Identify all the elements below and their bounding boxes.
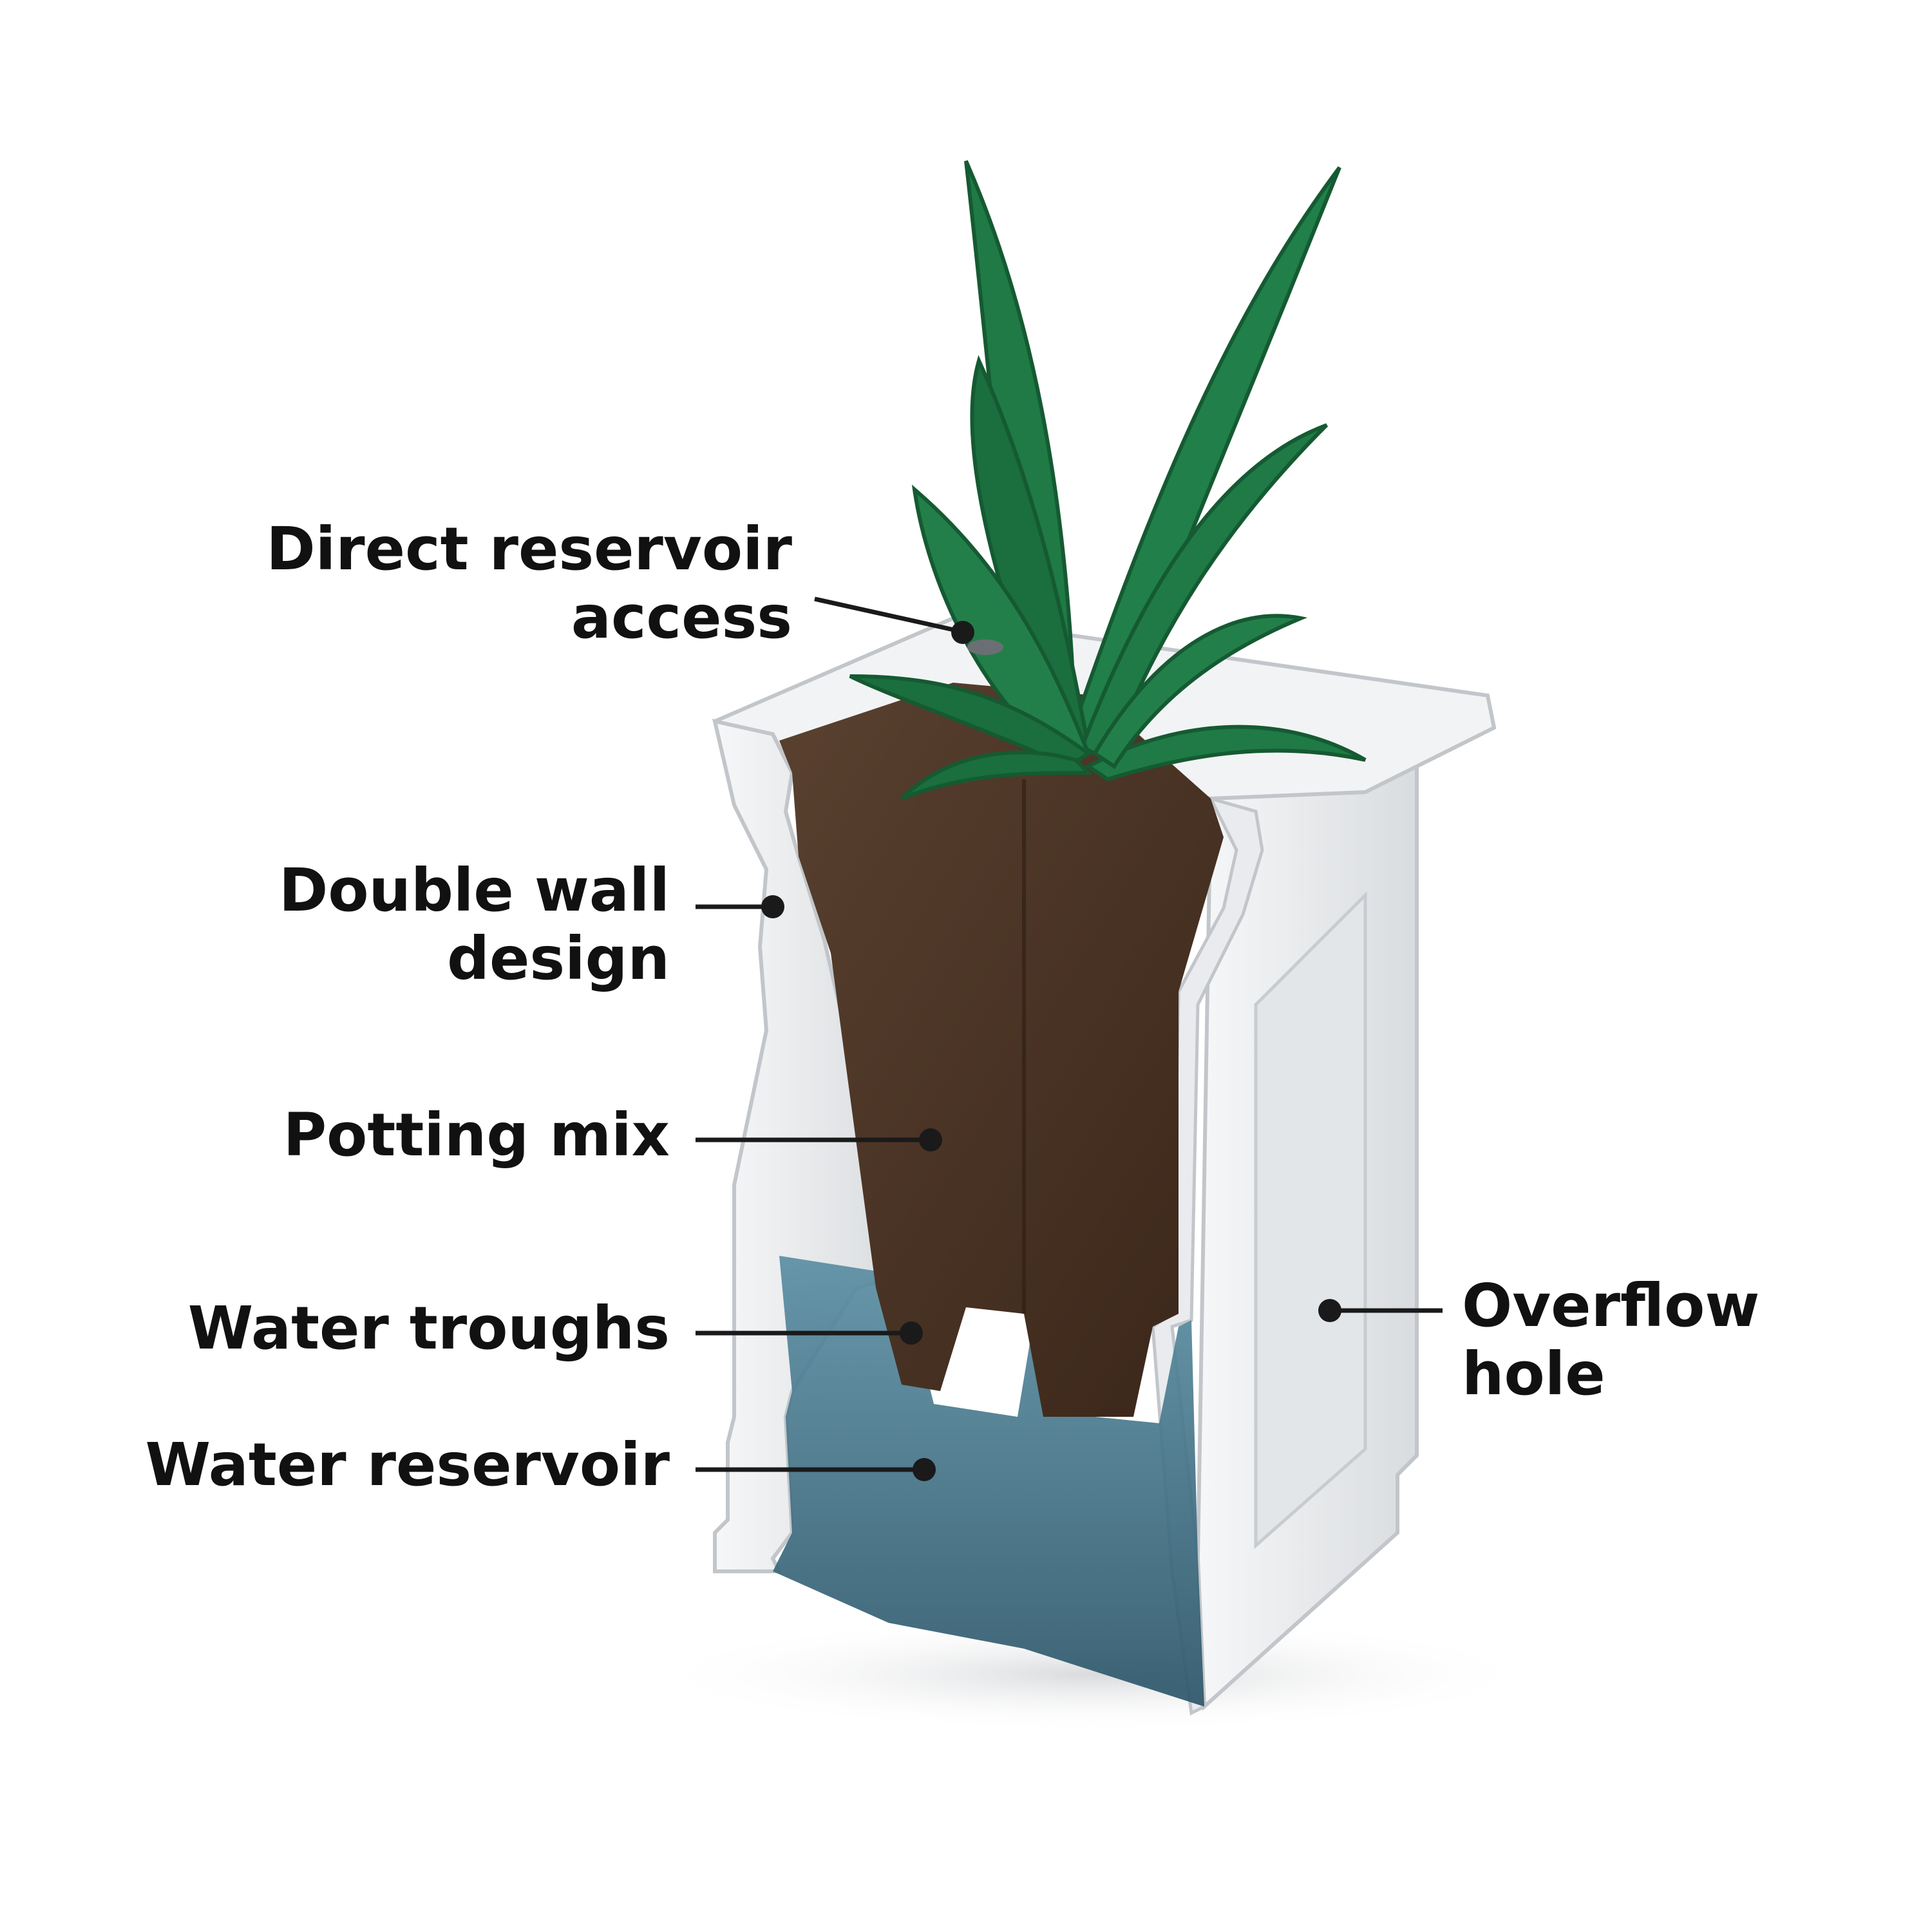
label-direct-reservoir-access-line2: access [571,583,792,652]
label-double-wall-design-line2: design [447,924,670,993]
label-overflow-hole: Overflow hole [1462,1272,1759,1408]
label-overflow-hole-line1: Overflow [1462,1271,1760,1340]
label-double-wall-design-line1: Double wall [278,856,670,925]
label-double-wall-design: Double wall design [279,857,670,993]
plant-leaf [911,484,1092,762]
label-direct-reservoir-access-line1: Direct reservoir [266,515,792,583]
plant-leaf [1084,724,1367,782]
ground-shadow [644,1616,1546,1732]
label-direct-reservoir-access: Direct reservoir access [266,515,792,652]
plant-leaf [849,674,1092,769]
leader-dot-water-reservoir [913,1458,936,1481]
planter-right-recessed-panel [1254,891,1367,1549]
label-water-reservoir-line1: Water reservoir [145,1430,670,1499]
leader-dot-double-wall-design [761,895,784,918]
label-potting-mix-line1: Potting mix [283,1101,670,1170]
reservoir-access-hole [967,639,1003,655]
leader-line-direct-reservoir-access [814,596,960,634]
label-overflow-hole-line2: hole [1462,1340,1605,1408]
leader-dot-direct-reservoir-access [951,621,974,644]
leader-dot-overflow-hole [1318,1299,1341,1322]
potting-mix-fill [779,683,1224,1417]
leader-dot-potting-mix [919,1128,942,1151]
label-water-troughs: Water troughs [188,1294,670,1363]
label-water-troughs-line1: Water troughs [187,1294,670,1363]
leader-lines [696,596,1443,1481]
plant [849,160,1367,800]
plant-leaf [1092,614,1308,770]
leader-dot-water-troughs [900,1321,923,1345]
plant-leaf [900,750,1094,800]
water-reservoir-fill [773,1256,1204,1707]
label-potting-mix: Potting mix [283,1101,670,1170]
label-water-reservoir: Water reservoir [146,1431,670,1499]
plant-leaf [1079,423,1329,763]
